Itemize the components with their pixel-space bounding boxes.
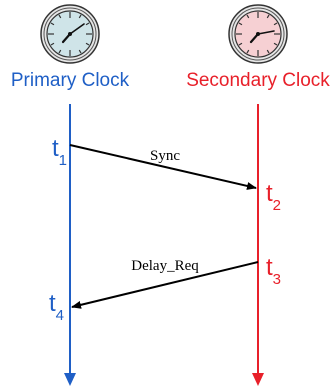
primary-timeline-arrowhead <box>64 373 76 386</box>
clock-tick <box>50 22 55 26</box>
timestamp-t3: t3 <box>266 254 281 288</box>
delay-req-message-label: Delay_Req <box>131 258 199 274</box>
timestamp-t3-sub: 3 <box>273 271 281 288</box>
clock-tick <box>85 22 90 26</box>
timestamp-t2-sub: 2 <box>273 197 281 214</box>
primary-clock-icon <box>40 4 100 64</box>
timestamp-t1-base: t <box>52 135 59 162</box>
clock-tick <box>246 49 250 54</box>
timestamp-t4-base: t <box>49 290 56 317</box>
clock-tick <box>273 22 278 26</box>
clock-tick <box>78 14 82 19</box>
clock-tick <box>238 22 243 26</box>
timestamp-t4: t4 <box>49 290 64 324</box>
secondary-clock-icon <box>228 4 288 64</box>
clock-tick <box>238 42 243 46</box>
clock-tick <box>85 42 90 46</box>
clock-tick <box>266 49 270 54</box>
timestamp-t1: t1 <box>52 135 67 169</box>
secondary-clock-label: Secondary Clock <box>186 70 330 91</box>
clock-tick <box>246 14 250 19</box>
sync-message-label: Sync <box>150 148 180 164</box>
sync-message-arrow <box>69 144 257 190</box>
timestamp-t1-sub: 1 <box>59 152 67 169</box>
timestamp-t2: t2 <box>266 180 281 214</box>
clock-tick <box>273 42 278 46</box>
timestamp-t3-base: t <box>266 254 273 281</box>
clock-tick <box>58 14 62 19</box>
timestamp-t2-base: t <box>266 180 273 207</box>
clock-tick <box>266 14 270 19</box>
primary-clock-label: Primary Clock <box>11 70 130 91</box>
clock-tick <box>78 49 82 54</box>
clock-tick <box>58 49 62 54</box>
delay-req-message-arrow <box>71 261 259 309</box>
clock-tick <box>50 42 55 46</box>
timestamp-t4-sub: 4 <box>56 307 64 324</box>
secondary-timeline-arrowhead <box>252 373 264 386</box>
